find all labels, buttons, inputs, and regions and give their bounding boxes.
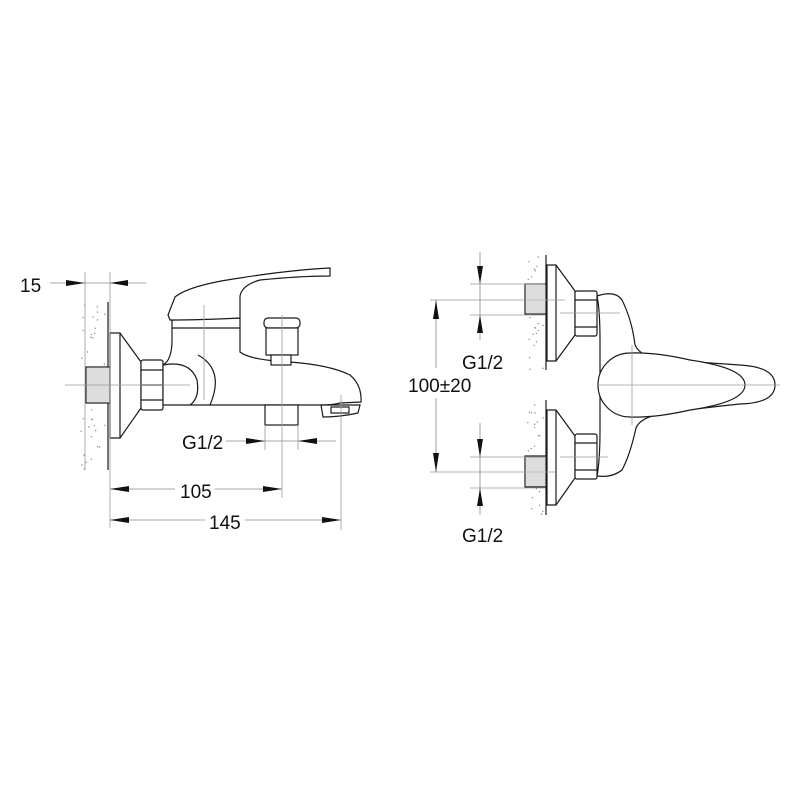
wall-speckle [529, 317, 531, 319]
wall-speckle [91, 418, 93, 421]
wall-speckle [534, 423, 536, 425]
wall-speckle [528, 356, 531, 359]
wall-speckle [96, 311, 99, 313]
wall-speckle [92, 337, 94, 339]
wall-speckle [528, 261, 530, 263]
wall-speckle [90, 333, 93, 336]
wall-speckle [542, 417, 544, 419]
wall-speckle [91, 409, 93, 411]
dimension-wall-offset: 15 [20, 276, 146, 297]
wall-speckle [533, 344, 535, 346]
dimension-label-100-20: 100±20 [408, 376, 471, 397]
dimension-label-105: 105 [180, 482, 212, 503]
wall-speckle [533, 268, 536, 270]
wall-speckle [537, 256, 539, 258]
wall-speckle [82, 316, 84, 319]
wall-speckle [533, 445, 536, 447]
wall-speckle [528, 411, 530, 413]
wall-speckle [527, 422, 529, 424]
dimension-label-outlet-g12: G1/2 [182, 433, 223, 454]
wall-speckle [542, 510, 544, 512]
wall-speckle [104, 313, 106, 315]
shower-outlet [264, 404, 299, 426]
wall-speckle [93, 425, 95, 427]
lower-inlet [524, 409, 576, 506]
dimension-outlet-distance: 105 [110, 482, 282, 503]
dimension-label-145: 145 [209, 513, 241, 534]
mixer-body [162, 317, 362, 406]
wall-speckle [530, 508, 533, 510]
wall-speckle [90, 336, 92, 338]
wall-speckle [96, 319, 99, 321]
wall-speckle [542, 324, 544, 327]
wall-speckle [539, 504, 541, 506]
side-view: 15 G1/2 105 145 [20, 267, 362, 534]
wall-speckle [96, 306, 98, 308]
wall-speckle [535, 332, 537, 334]
wall-speckle [537, 329, 540, 332]
wall-speckle [81, 464, 83, 466]
wall-speckle [80, 430, 82, 432]
wall-speckle [95, 429, 97, 432]
wall-speckle [82, 329, 84, 332]
wall-speckle [533, 327, 536, 329]
wall-speckle [92, 316, 94, 318]
wall-speckle [531, 497, 534, 499]
wall-speckle [540, 513, 543, 515]
wall-speckle [88, 426, 90, 428]
wall-speckle [81, 357, 83, 359]
wall-speckle [533, 426, 536, 428]
wall-speckle [536, 265, 538, 268]
wall-speckle [530, 412, 533, 414]
wall-speckle [534, 270, 536, 272]
wall-speckle [531, 276, 533, 278]
wall-speckle [527, 450, 530, 452]
wall-speckle [103, 363, 106, 365]
wall-speckle [529, 368, 531, 370]
dimension-inlet-spacing: 100±20 [408, 300, 471, 472]
wall-speckle [532, 333, 534, 335]
wall-speckle [539, 435, 541, 437]
lower-nut [574, 433, 598, 480]
wall-speckle [537, 434, 540, 437]
wall-speckle [535, 341, 538, 343]
wall-speckle [534, 412, 536, 414]
dimension-upper-inlet-thread: G1/2 [462, 252, 503, 374]
wall-speckle [93, 332, 96, 334]
wall-speckle [90, 436, 93, 438]
wall-speckle [534, 404, 536, 406]
aerator [320, 404, 361, 418]
wall-speckle [94, 327, 97, 329]
wall-speckle [83, 454, 85, 456]
escutcheon-flange [109, 332, 142, 439]
wall-speckle [542, 367, 544, 369]
upper-inlet [524, 264, 576, 362]
wall-speckle [82, 418, 85, 420]
wall-speckle [85, 461, 87, 464]
wall-speckle [104, 424, 106, 427]
lever-handle [167, 267, 331, 321]
wall-speckle [536, 421, 538, 423]
wall-speckle [538, 490, 541, 493]
wall-speckle [537, 323, 540, 325]
dimension-label-15: 15 [20, 276, 41, 297]
dimension-label-upper-g12: G1/2 [462, 353, 503, 374]
dimension-lower-inlet-thread: G1/2 [462, 423, 503, 547]
wall-speckle [527, 278, 529, 281]
wall-speckle [528, 338, 530, 341]
front-view: G1/2 100±20 G1/2 [408, 252, 780, 547]
wall-speckle [90, 458, 93, 460]
wall-speckle [530, 447, 532, 450]
wall-speckle [86, 351, 89, 353]
dimension-outlet-thread: G1/2 [182, 433, 336, 454]
dimension-total-depth: 145 [110, 513, 341, 534]
upper-nut [574, 290, 598, 337]
wall-speckle [97, 446, 99, 448]
dimension-label-lower-g12: G1/2 [462, 526, 503, 547]
wall-speckle [99, 446, 101, 448]
